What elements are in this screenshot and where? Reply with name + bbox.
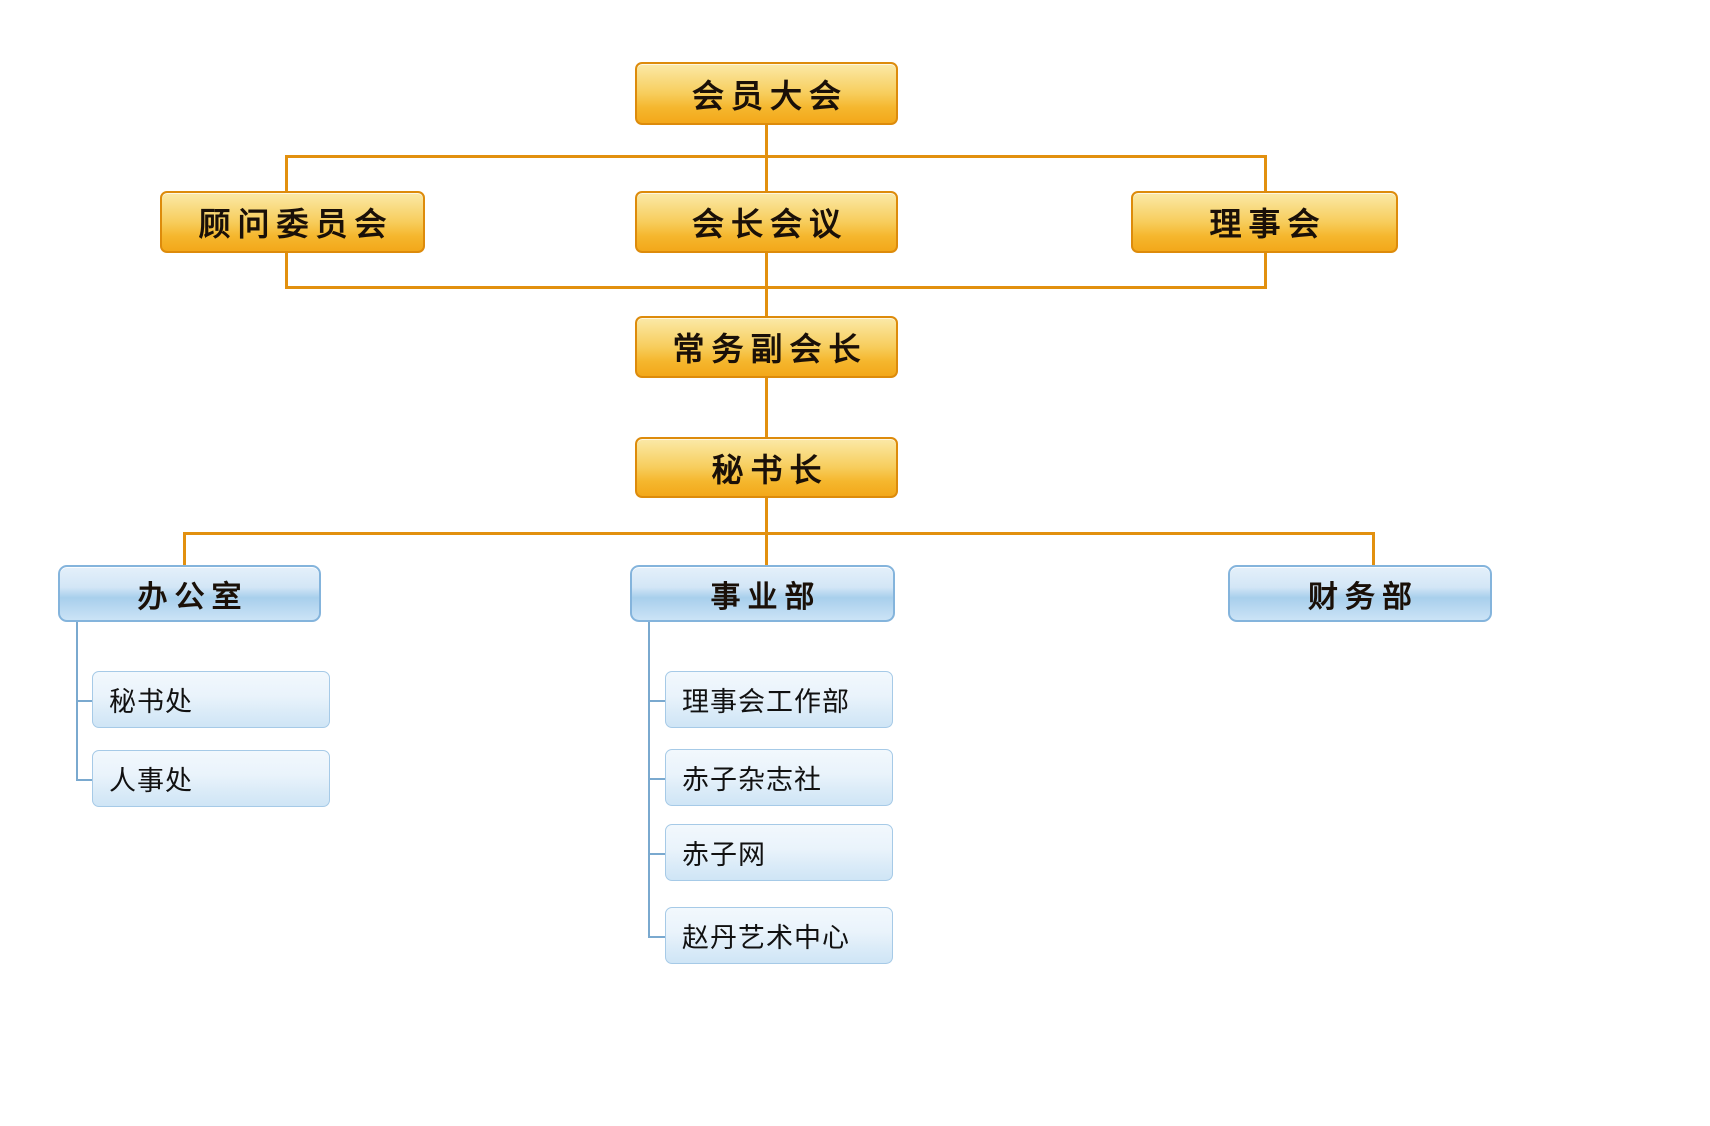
leaf-business-chizi-magazine[interactable]: 赤子杂志社 (665, 749, 893, 806)
node-office[interactable]: 办公室 (58, 565, 321, 622)
connector-business-child-3 (648, 936, 665, 938)
connector-row2-bus (285, 155, 1267, 158)
connector-business-child-0 (648, 700, 665, 702)
leaf-business-zhaodan-art-center[interactable]: 赵丹艺术中心 (665, 907, 893, 964)
node-finance-department[interactable]: 财务部 (1228, 565, 1492, 622)
node-advisory-committee[interactable]: 顾问委员会 (160, 191, 425, 253)
connector-assembly-down (765, 125, 768, 157)
node-secretary-general[interactable]: 秘书长 (635, 437, 898, 498)
connector-departments-bus (183, 532, 1375, 535)
leaf-business-chizi-web[interactable]: 赤子网 (665, 824, 893, 881)
node-board-of-directors[interactable]: 理事会 (1131, 191, 1398, 253)
connector-down-finance (1372, 532, 1375, 566)
connector-office-child-1 (76, 779, 92, 781)
node-executive-vice-president[interactable]: 常务副会长 (635, 316, 898, 378)
connector-business-child-1 (648, 778, 665, 780)
connector-office-child-0 (76, 700, 92, 702)
leaf-business-board-work-dept[interactable]: 理事会工作部 (665, 671, 893, 728)
leaf-office-personnel[interactable]: 人事处 (92, 750, 330, 807)
connector-down-board (1264, 155, 1267, 191)
connector-down-business (765, 532, 768, 566)
connector-advisory-down (285, 253, 288, 286)
connector-board-down (1264, 253, 1267, 286)
connector-president-to-exec-vp (765, 253, 768, 316)
leaf-office-secretariat[interactable]: 秘书处 (92, 671, 330, 728)
node-president-meeting[interactable]: 会长会议 (635, 191, 898, 253)
connector-down-president-meeting (765, 155, 768, 191)
connector-secretary-down (765, 498, 768, 532)
connector-business-child-2 (648, 853, 665, 855)
node-business-division[interactable]: 事业部 (630, 565, 895, 622)
connector-down-advisory (285, 155, 288, 191)
connector-exec-vp-to-secretary (765, 378, 768, 438)
node-assembly[interactable]: 会员大会 (635, 62, 898, 125)
connector-row2-lower-bus (285, 286, 1267, 289)
connector-down-office (183, 532, 186, 566)
